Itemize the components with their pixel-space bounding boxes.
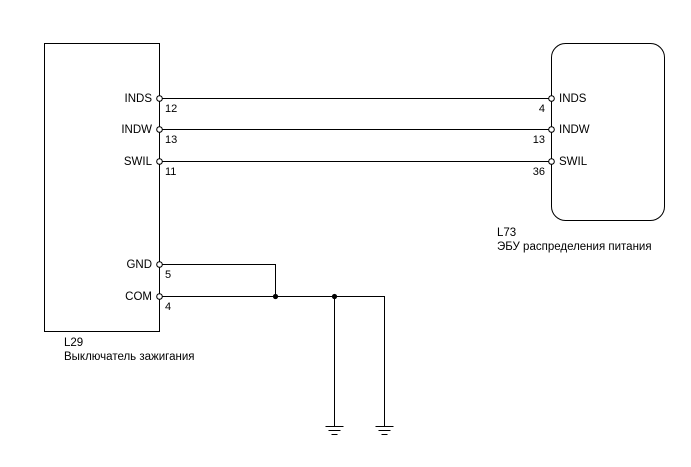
right-pin-number: 4 (539, 103, 545, 115)
ground-icon (325, 426, 344, 435)
terminal-com-left (156, 293, 163, 300)
left-pin-label: COM (125, 291, 152, 303)
ignition-switch-box (44, 43, 160, 332)
right-component-code: L73 (497, 227, 516, 239)
left-pin-number: 4 (165, 301, 171, 313)
right-pin-label: INDW (559, 124, 590, 136)
ground-icon (375, 426, 394, 435)
left-pin-number: 12 (165, 103, 177, 115)
right-pin-number: 36 (533, 166, 545, 178)
left-pin-label: GND (126, 259, 152, 271)
terminal-inds-right (548, 95, 555, 102)
wire-gnd (159, 264, 276, 297)
left-pin-number: 13 (165, 134, 177, 146)
splice-junction (331, 293, 338, 300)
left-pin-label: INDW (121, 124, 152, 136)
terminal-indw-left (156, 126, 163, 133)
right-pin-number: 13 (533, 134, 545, 146)
splice-junction (272, 293, 279, 300)
terminal-indw-right (548, 126, 555, 133)
terminal-swil-left (156, 158, 163, 165)
left-pin-label: SWIL (124, 156, 153, 168)
terminal-gnd-left (156, 261, 163, 268)
terminal-inds-left (156, 95, 163, 102)
left-component-code: L29 (64, 337, 83, 349)
left-component-name: Выключатель зажигания (64, 351, 195, 363)
left-pin-number: 11 (165, 166, 176, 178)
right-component-name: ЭБУ распределения питания (497, 241, 652, 253)
right-pin-label: INDS (559, 93, 587, 105)
wire-com (159, 296, 385, 426)
left-pin-label: INDS (125, 93, 153, 105)
right-pin-label: SWIL (559, 156, 588, 168)
terminal-swil-right (548, 158, 555, 165)
left-pin-number: 5 (165, 269, 171, 281)
